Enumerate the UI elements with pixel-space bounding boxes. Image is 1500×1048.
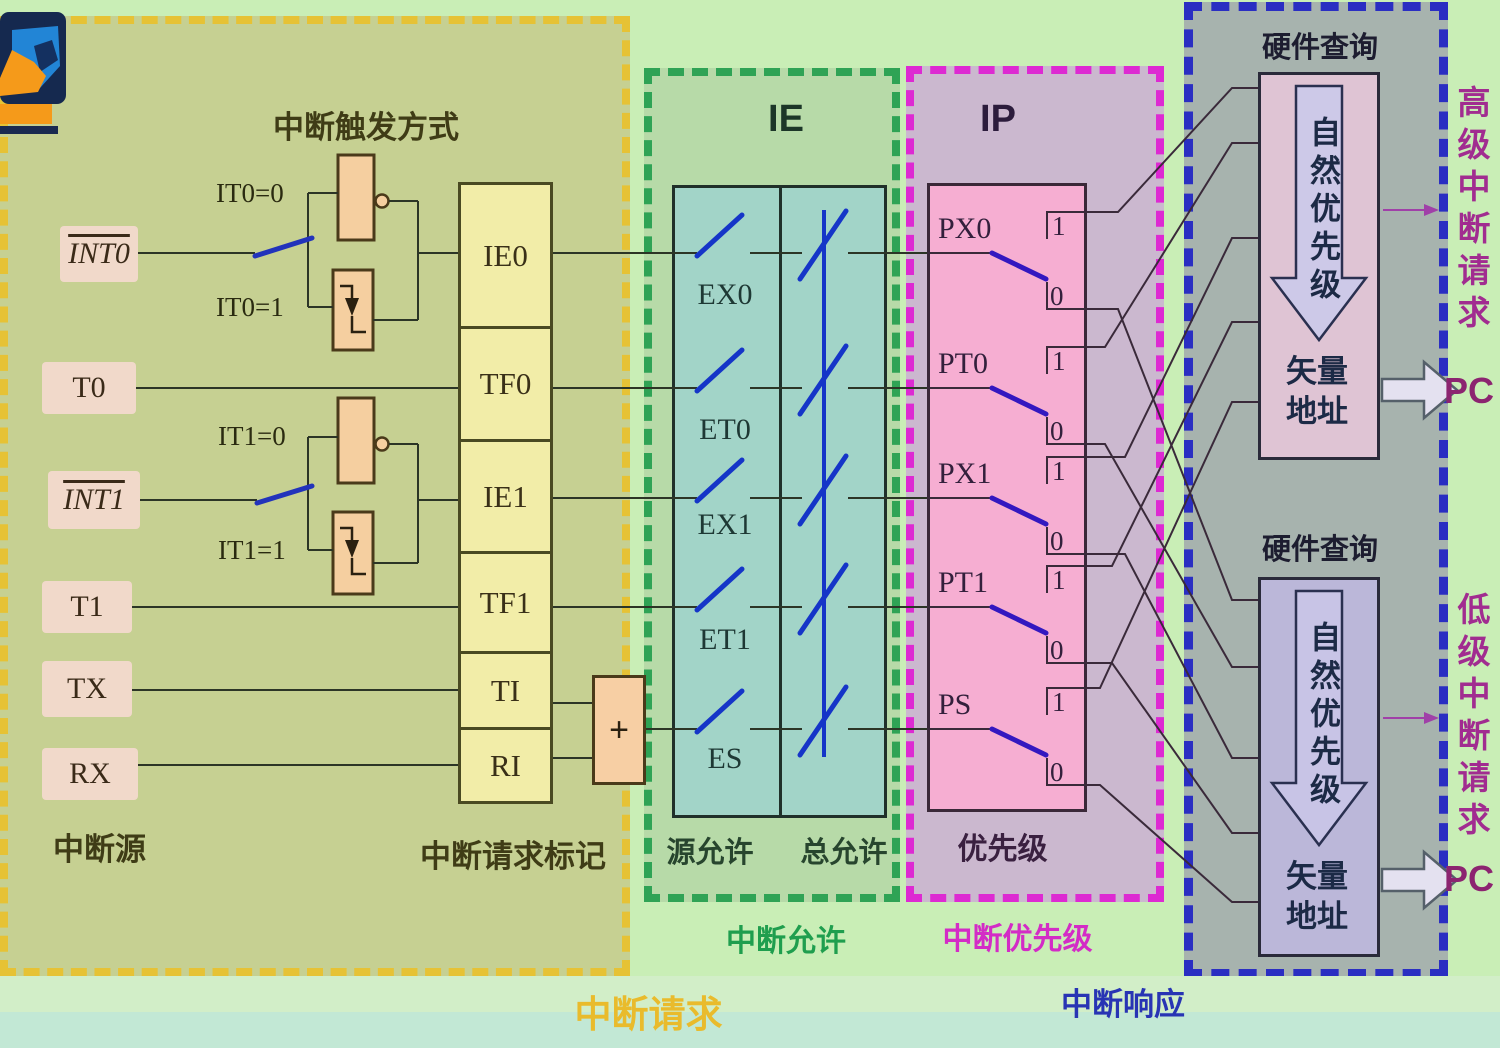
ip-high-contact-4: 1: [1052, 687, 1066, 717]
source-chip-int0: INT0: [60, 226, 138, 282]
flag-cell-tf1: TF1: [458, 551, 553, 654]
flag-label: IE0: [483, 237, 528, 273]
ip-low-contact-3: 0: [1050, 635, 1064, 665]
flag-cell-ie0: IE0: [458, 182, 553, 329]
source-label: RX: [69, 757, 111, 790]
ie-switch-ex1: EX1: [697, 508, 753, 541]
pc-label-low: PC: [1444, 858, 1495, 899]
ip-switch-pt0: PT0: [938, 347, 989, 380]
adder-box: +: [592, 675, 646, 785]
ip-low-contact-4: 0: [1050, 757, 1064, 787]
flag-cell-tf0: TF0: [458, 326, 553, 442]
flag-label: TF0: [479, 366, 532, 401]
adder-plus-label: +: [609, 710, 629, 749]
ie-switch-es: ES: [707, 742, 743, 775]
source-chip-t1: T1: [42, 581, 132, 633]
ip-switch-ps: PS: [938, 688, 972, 721]
ip-switch-px0: PX0: [938, 212, 992, 245]
request-caption: 中断请求: [574, 994, 723, 1035]
source-section-label: 中断源: [53, 832, 146, 867]
low-level-request-label: 低级中断请求: [1453, 592, 1490, 844]
ie-caption: 中断允许: [726, 925, 846, 958]
flag-cell-ie1: IE1: [458, 439, 553, 554]
source-label: T0: [72, 371, 106, 404]
source-chip-int1: INT1: [48, 471, 140, 529]
priority-label: 优先级: [957, 833, 1048, 866]
ie-matrix-divider: [779, 188, 782, 815]
ie-switch-et1: ET1: [699, 623, 751, 656]
ip-high-contact-2: 1: [1052, 456, 1066, 486]
source-label: TX: [67, 672, 107, 705]
source-label: INT1: [63, 483, 125, 516]
ip-low-contact-0: 0: [1050, 281, 1064, 311]
ip-high-contact-1: 1: [1052, 346, 1066, 376]
vector-address-text-high: 矢量地址: [1286, 354, 1348, 430]
response-caption: 中断响应: [1061, 987, 1185, 1022]
ip-caption: 中断优先级: [942, 923, 1093, 956]
flag-label: RI: [490, 747, 521, 783]
source-label: INT0: [68, 237, 130, 270]
ip-low-contact-1: 0: [1050, 416, 1064, 446]
ip-switch-pt1: PT1: [938, 566, 989, 599]
trigger-mode-it1-0: IT1=0: [218, 421, 286, 451]
source-chip-tx: TX: [42, 661, 132, 717]
trigger-mode-title: 中断触发方式: [273, 110, 459, 145]
flag-label: IE1: [483, 478, 528, 514]
ip-title: IP: [980, 98, 1016, 140]
natural-priority-text-high: 自然优先级: [1305, 116, 1340, 306]
ip-low-contact-2: 0: [1050, 526, 1064, 556]
ie-switch-et0: ET0: [699, 413, 751, 446]
flag-label: TI: [490, 672, 521, 708]
ip-high-contact-0: 1: [1052, 211, 1066, 241]
source-enable-label: 源允许: [666, 837, 754, 869]
hw-query-title-high: 硬件查询: [1261, 32, 1378, 64]
flags-section-label: 中断请求标记: [420, 839, 606, 874]
hw-query-title-low: 硬件查询: [1261, 534, 1378, 566]
natural-priority-text-low: 自然优先级: [1305, 621, 1340, 811]
global-enable-label: 总允许: [800, 837, 888, 869]
trigger-mode-it0-0: IT0=0: [216, 178, 284, 208]
source-label: T1: [70, 590, 104, 623]
ip-high-contact-3: 1: [1052, 565, 1066, 595]
high-level-request-label: 高级中断请求: [1453, 85, 1490, 337]
flag-label: TF1: [479, 584, 532, 620]
trigger-mode-it0-1: IT0=1: [216, 292, 284, 322]
pc-label-high: PC: [1444, 370, 1495, 411]
bottom-strip-teal: [0, 1012, 1500, 1048]
ie-title: IE: [768, 98, 804, 140]
ie-switch-ex0: EX0: [697, 278, 753, 311]
source-chip-rx: RX: [42, 748, 138, 800]
ip-switch-px1: PX1: [938, 457, 992, 490]
vector-address-text-low: 矢量地址: [1286, 859, 1348, 935]
flag-cell-ti: TI: [458, 651, 553, 730]
trigger-mode-it1-1: IT1=1: [218, 535, 286, 565]
bottom-strip-green: [0, 976, 1500, 1012]
source-chip-t0: T0: [42, 362, 136, 414]
flag-cell-ri: RI: [458, 727, 553, 804]
